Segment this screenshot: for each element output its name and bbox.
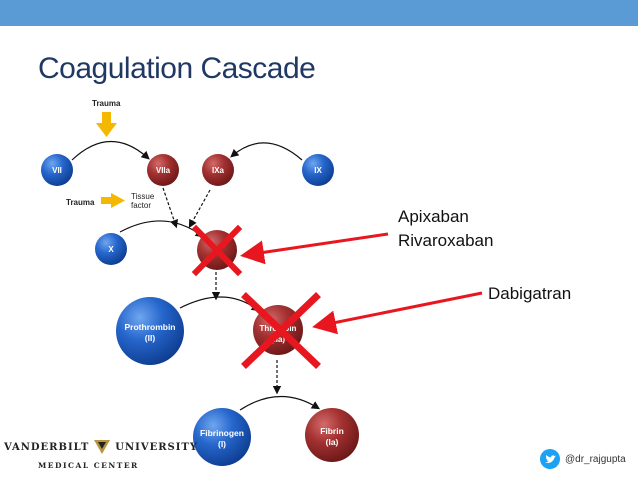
node-thrombin-label-2: (IIa) xyxy=(271,335,286,344)
node-vii-label: VII xyxy=(52,166,62,175)
cross-xa-icon xyxy=(191,224,243,277)
red-arrow-thrombin xyxy=(312,291,483,335)
node-vii: VII xyxy=(41,154,73,186)
slide-title: Coagulation Cascade xyxy=(38,52,316,85)
yellow-arrow-right-icon xyxy=(101,193,125,208)
arrow-viia-xa xyxy=(162,187,179,229)
node-viia: VIIa xyxy=(147,154,179,186)
node-x-label: X xyxy=(108,245,114,254)
node-viia-label: VIIa xyxy=(156,166,171,175)
medical-center-label: MEDICAL CENTER xyxy=(38,461,139,470)
node-fibrin: Fibrin (Ia) xyxy=(305,408,359,462)
node-prothrombin-label-1: Prothrombin xyxy=(125,322,176,332)
tissue-factor-label-2: factor xyxy=(131,201,151,210)
trauma-top-label: Trauma xyxy=(92,99,121,108)
vanderbilt-label: VANDERBILT xyxy=(4,441,90,453)
node-prothrombin: Prothrombin (II) xyxy=(116,297,184,365)
node-fibrinogen-label-1: Fibrinogen xyxy=(200,428,244,438)
node-ixa-label: IXa xyxy=(212,166,225,175)
cross-thrombin-icon xyxy=(241,292,321,369)
yellow-arrow-down-icon xyxy=(96,112,117,137)
twitter-handle-label: @dr_rajgupta xyxy=(565,453,626,465)
university-label: UNIVERSITY xyxy=(115,441,198,453)
arrow-ixa-xa xyxy=(188,189,211,229)
note-dabigatran: Dabigatran xyxy=(488,284,572,303)
vanderbilt-logo: VANDERBILT UNIVERSITY MEDICAL CENTER xyxy=(4,440,198,470)
trauma-side-label: Trauma xyxy=(66,198,95,207)
arrow-vii-viia xyxy=(71,140,150,161)
note-apixaban: Apixaban xyxy=(398,207,469,226)
node-prothrombin-label-2: (II) xyxy=(145,333,156,343)
node-fibrinogen: Fibrinogen (I) xyxy=(193,408,251,466)
arrow-fibrinogen-fibrin xyxy=(239,395,321,411)
node-fibrin-label-1: Fibrin xyxy=(320,426,344,436)
node-ixa: IXa xyxy=(202,154,234,186)
node-x: X xyxy=(95,233,127,265)
arrow-ix-ixa xyxy=(230,142,303,161)
arrow-x-xa xyxy=(119,220,204,238)
node-ix-label: IX xyxy=(314,166,322,175)
note-rivaroxaban: Rivaroxaban xyxy=(398,231,494,250)
node-fibrinogen-label-2: (I) xyxy=(218,439,226,449)
tissue-factor-label-1: Tissue xyxy=(131,192,155,201)
node-ix: IX xyxy=(302,154,334,186)
red-arrow-xa xyxy=(240,232,389,265)
vanderbilt-v-logo xyxy=(94,440,111,454)
node-fibrin-label-2: (Ia) xyxy=(326,437,339,447)
twitter-bird-icon xyxy=(540,449,560,469)
header-bar xyxy=(0,0,638,26)
twitter-handle[interactable]: @dr_rajgupta xyxy=(540,449,626,469)
